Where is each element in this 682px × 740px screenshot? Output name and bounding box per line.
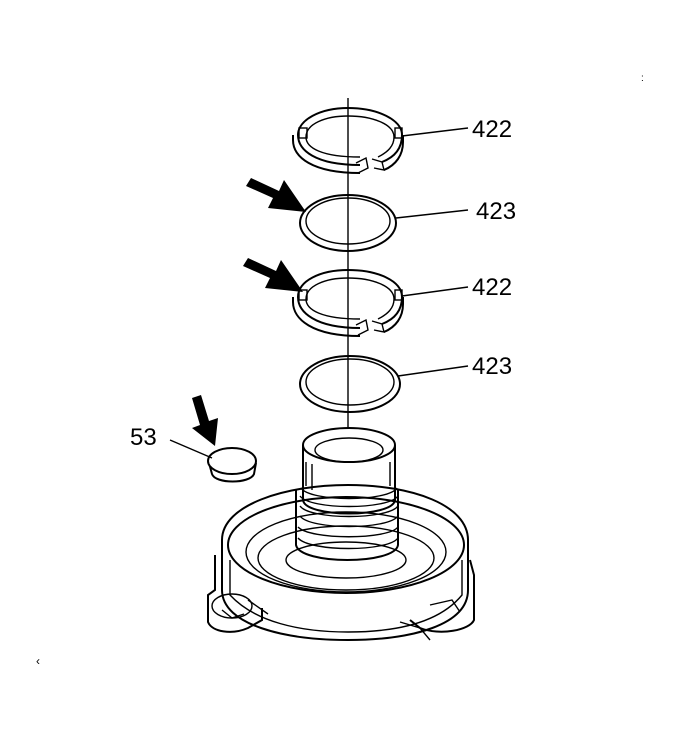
leader-line-53 [169, 439, 213, 459]
corner-mark: : [641, 73, 644, 84]
snap-ring-upper [292, 106, 404, 174]
callout-423-upper: 423 [476, 198, 516, 225]
leader-line-422-upper [401, 127, 469, 137]
housing-body [207, 483, 475, 642]
leader-line-423-lower [397, 365, 469, 377]
seal-ring-lower [299, 355, 401, 413]
arrow-icon [192, 395, 218, 446]
arrow-icon [246, 178, 306, 212]
callout-423-lower: 423 [472, 353, 512, 380]
snap-ring-lower [292, 268, 404, 337]
plug-cap [207, 447, 257, 483]
stator-hub [295, 427, 399, 561]
seal-ring-upper [299, 194, 397, 252]
callout-53: 53 [130, 424, 157, 451]
callout-422-lower: 422 [472, 274, 512, 301]
leader-line-423-upper [395, 209, 469, 219]
corner-mark: ‹ [36, 654, 40, 668]
callout-422-upper: 422 [472, 116, 512, 143]
leader-line-422-lower [401, 286, 469, 297]
arrow-icon [243, 258, 303, 292]
